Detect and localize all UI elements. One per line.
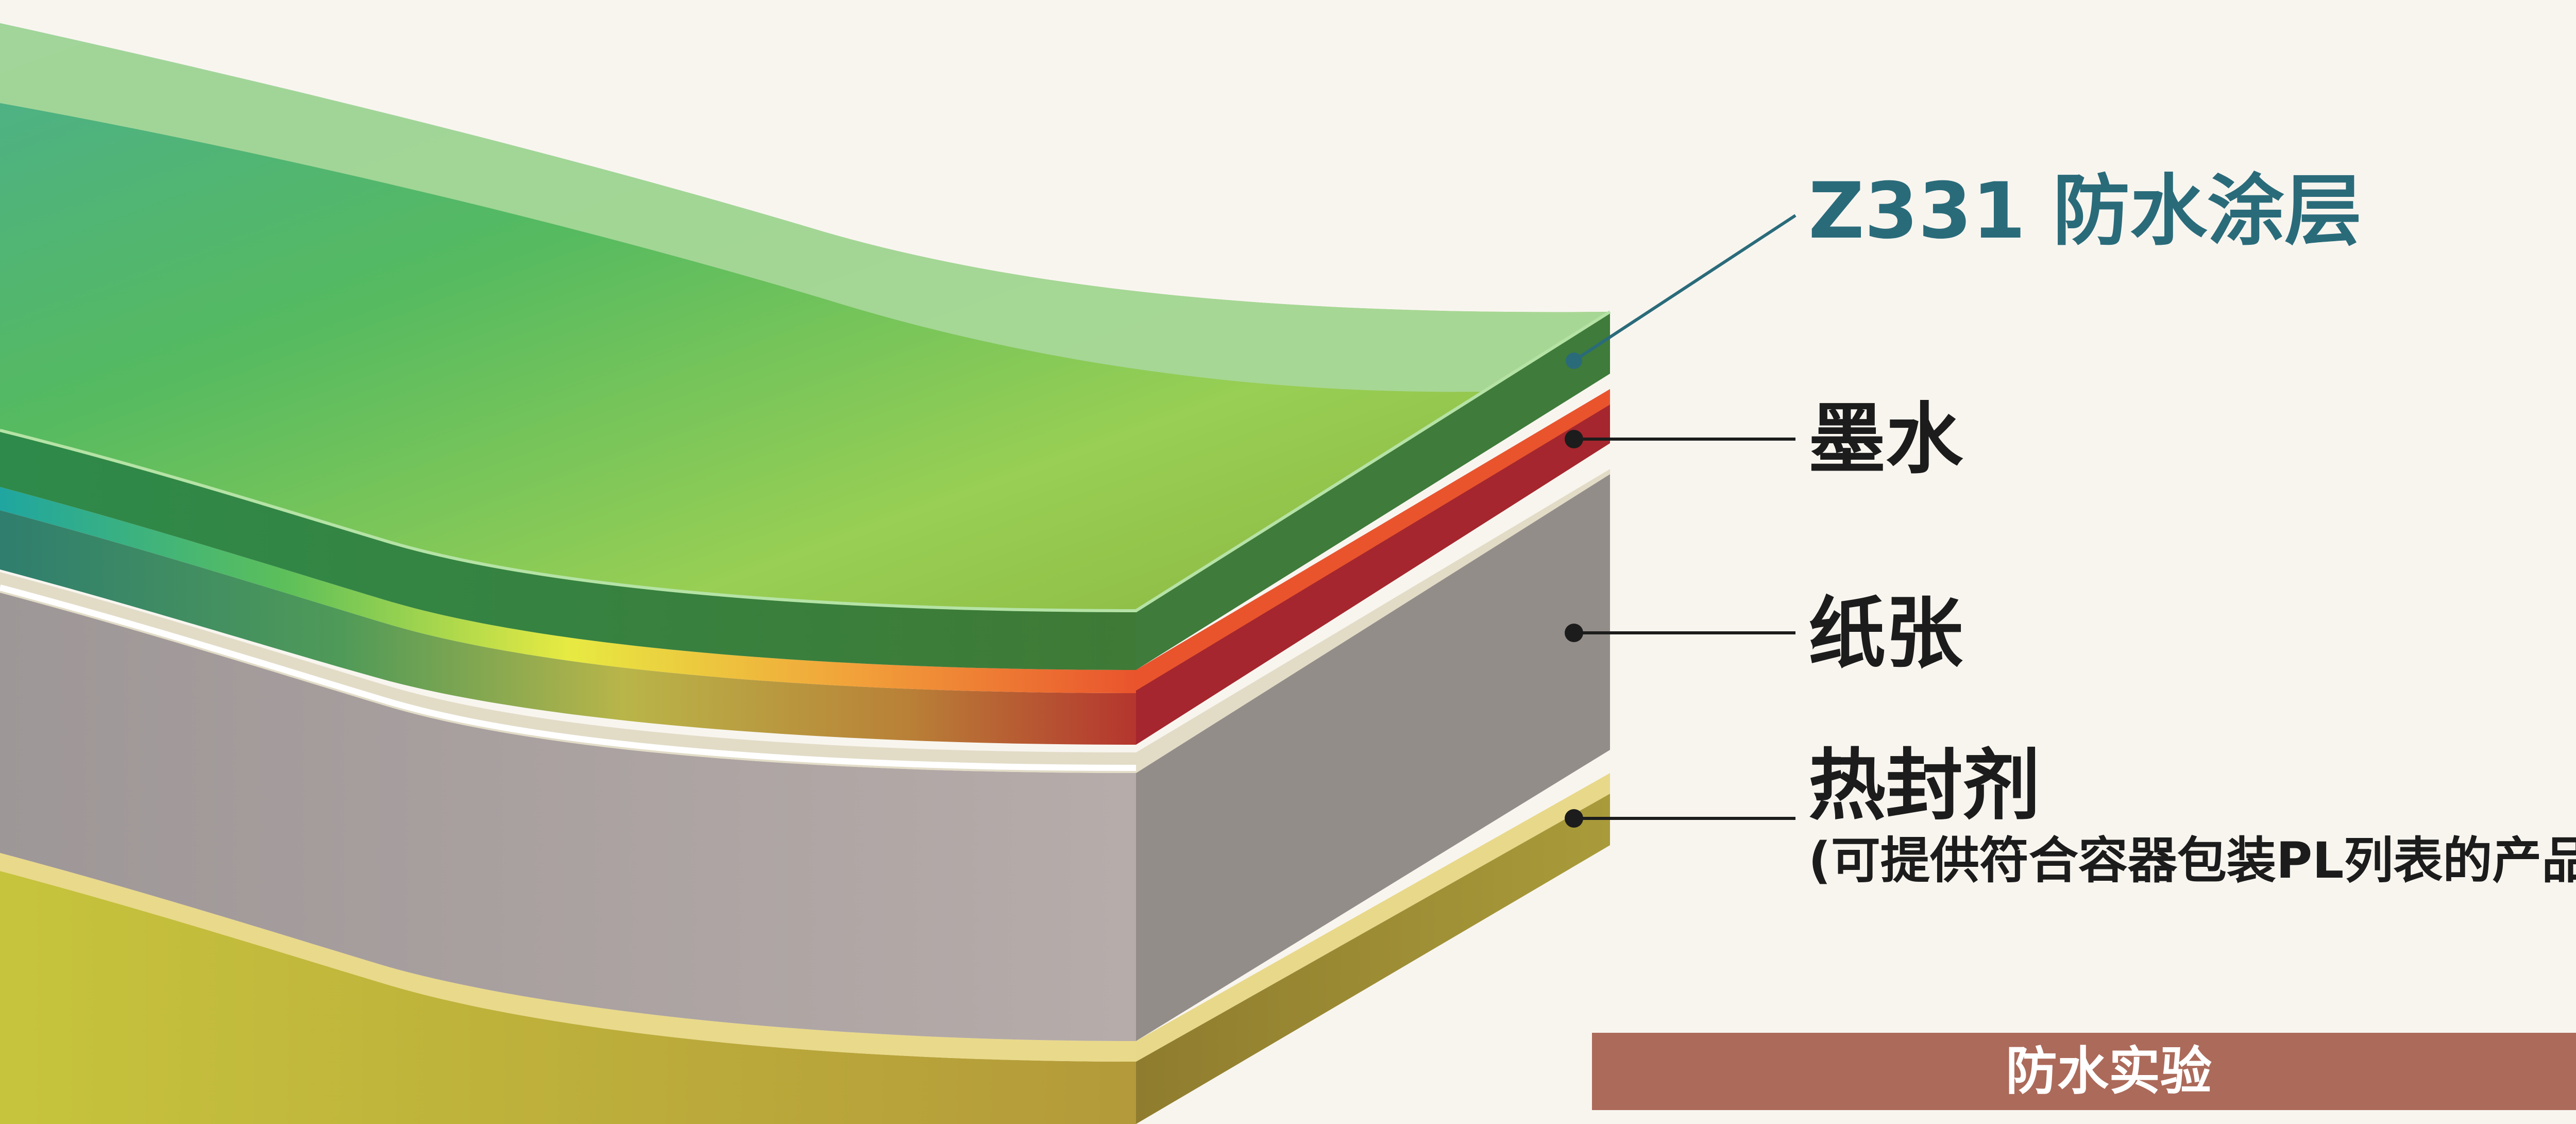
- coating-layer-clear-band: [0, 23, 1610, 392]
- coating-layer-side: [1136, 312, 1610, 670]
- sealant-layer-top: [0, 853, 1136, 1062]
- paper-layer-highlight: [0, 584, 1137, 771]
- paper-layer-top-edge: [0, 469, 1610, 773]
- sealant-leader-dot: [1565, 809, 1583, 828]
- ink-layer-front-lower: [0, 510, 1136, 745]
- ink-layer-side-top: [1136, 389, 1610, 691]
- coating-layer-label: Z331 防水涂层: [1808, 166, 2362, 256]
- sealant-layer-label: 热封剂: [1808, 741, 2041, 831]
- paper-leader-dot: [1565, 624, 1583, 642]
- footer-banner: 防水实验: [1592, 1033, 2576, 1110]
- ink-layer-label: 墨水: [1808, 395, 1963, 484]
- coating-leader-line: [1573, 214, 1797, 362]
- footer-banner-label: 防水实验: [2006, 1041, 2212, 1101]
- ink-layer-side: [1136, 389, 1610, 745]
- coating-leader-dot: [1566, 353, 1582, 369]
- ink-layer-front-upper: [0, 487, 1136, 693]
- sealant-layer-note: (可提供符合容器包装PL列表的产品): [1808, 832, 2576, 890]
- sealant-layer-side: [1136, 794, 1610, 1124]
- sealant-layer-front: [0, 871, 1136, 1124]
- coating-layer-edge-highlight: [0, 310, 1611, 613]
- paper-layer-side: [1136, 474, 1610, 1041]
- paper-layer-front: [0, 593, 1136, 1041]
- ink-leader-dot: [1565, 430, 1583, 448]
- paper-layer-label: 纸张: [1808, 589, 1963, 679]
- coating-layer-front: [0, 430, 1136, 670]
- sealant-layer-side-top: [1136, 773, 1610, 1062]
